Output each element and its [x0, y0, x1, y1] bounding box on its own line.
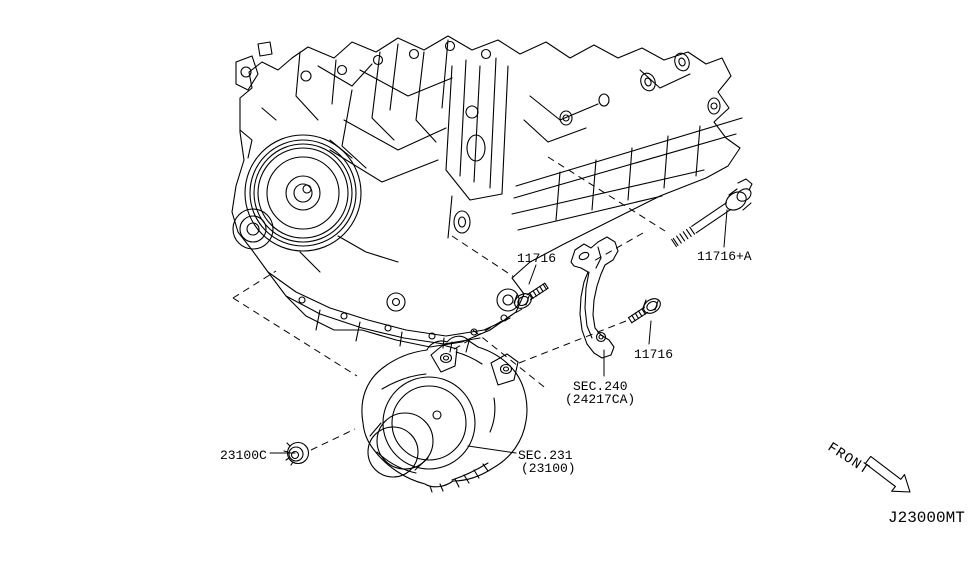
section-ref-bracket: (24217CA) — [565, 392, 635, 407]
part-label-nut: 23100C — [220, 448, 267, 463]
long-bolt-drawing — [671, 178, 753, 248]
front-direction-indicator: FRONT — [824, 440, 911, 493]
part-callouts: 11716 11716+A 11716 SEC.240 (24217CA) SE… — [220, 249, 965, 527]
part-label-bolt-long: 11716+A — [697, 249, 752, 264]
bolt-right-drawing — [627, 298, 661, 324]
figure-code: J23000MT — [888, 509, 965, 527]
part-label-bolt-left: 11716 — [517, 251, 556, 266]
pulley-nut-drawing — [283, 441, 310, 466]
alternator-drawing — [361, 335, 528, 493]
section-label-bracket: SEC.240 — [573, 379, 628, 394]
crank-pulley-drawing — [244, 134, 362, 252]
bolt-left-drawing — [513, 282, 549, 309]
leader-lines — [269, 209, 728, 454]
section-ref-alternator: (23100) — [521, 461, 576, 476]
section-label-alternator: SEC.231 — [518, 448, 573, 463]
engine-assembly-drawing — [231, 35, 743, 349]
idler-pulley-drawing — [232, 208, 274, 250]
front-label: FRONT — [824, 440, 872, 479]
front-arrow-icon — [864, 455, 911, 493]
alignment-dashed-lines — [232, 156, 666, 451]
part-label-bolt-right: 11716 — [634, 347, 673, 362]
